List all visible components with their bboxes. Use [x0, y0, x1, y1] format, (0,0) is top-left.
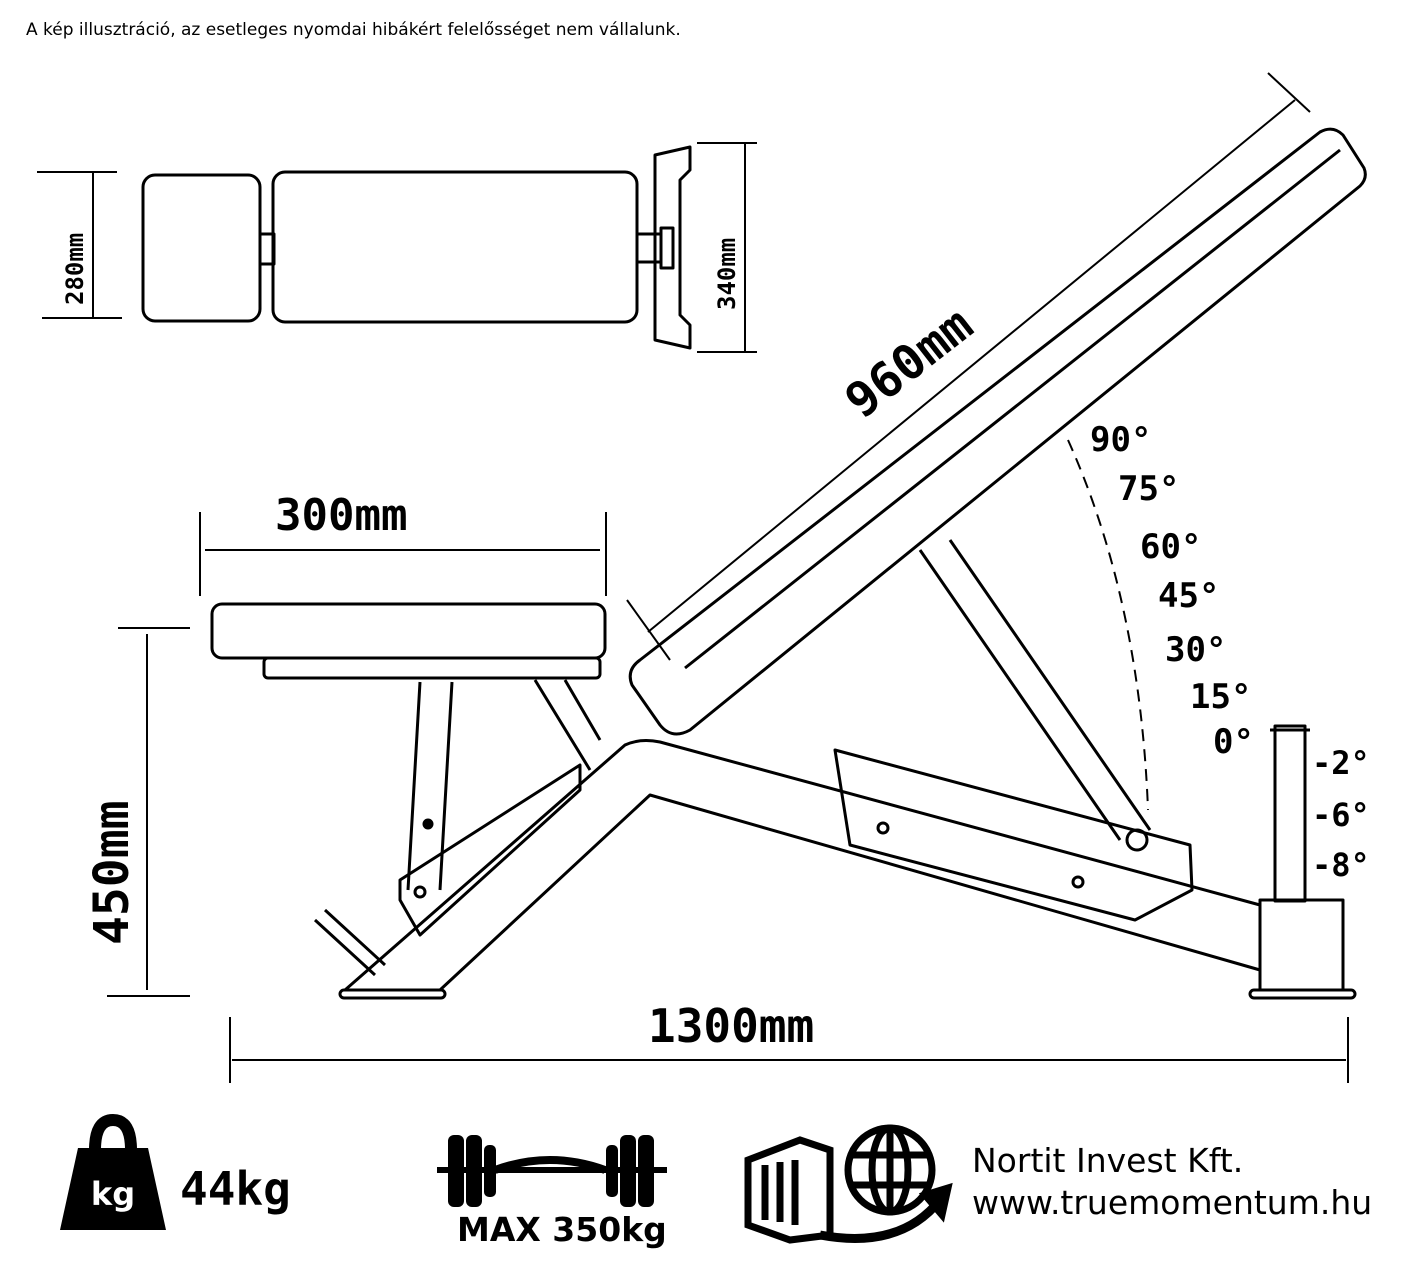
seat-height-dimension: 450mm [84, 801, 140, 946]
company-name: Nortit Invest Kft. [972, 1141, 1244, 1180]
side-view [210, 127, 1367, 1000]
company-info: Nortit Invest Kft. www.truemomentum.hu [972, 1140, 1372, 1224]
decline-angle-label: -2° [1312, 744, 1370, 782]
logistics-globe-icon [744, 1124, 953, 1244]
angle-label: 60° [1140, 527, 1201, 567]
side-dimension-lines [107, 72, 1349, 1083]
weight-icon-label: kg [91, 1175, 135, 1213]
disclaimer: A kép illusztráció, az esetleges nyomdai… [26, 20, 681, 40]
barbell-icon [437, 1135, 667, 1207]
top-dimension-lines [37, 142, 757, 353]
angle-label: 75° [1118, 469, 1179, 509]
top-width-dimension: 280mm [61, 233, 89, 305]
angle-label: 90° [1090, 420, 1151, 460]
angle-label: 15° [1190, 677, 1251, 717]
top-view [141, 145, 692, 350]
weight-icon: kg [60, 1113, 166, 1230]
angle-label: 45° [1158, 576, 1219, 616]
weight-value: 44kg [180, 1162, 291, 1216]
decline-angle-labels: -2° -6° -8° [1312, 744, 1370, 884]
max-load-value: MAX 350kg [457, 1210, 667, 1249]
company-website[interactable]: www.truemomentum.hu [972, 1183, 1373, 1222]
foot-width-dimension: 340mm [713, 238, 741, 310]
seat-length-dimension: 300mm [275, 490, 407, 541]
backrest-angle-labels: 90° 75° 60° 45° 30° 15° 0° [1090, 420, 1254, 762]
total-length-dimension: 1300mm [648, 999, 814, 1053]
decline-angle-label: -8° [1312, 846, 1370, 884]
angle-label: 0° [1213, 722, 1254, 762]
decline-angle-label: -6° [1312, 796, 1370, 834]
angle-label: 30° [1165, 630, 1226, 670]
